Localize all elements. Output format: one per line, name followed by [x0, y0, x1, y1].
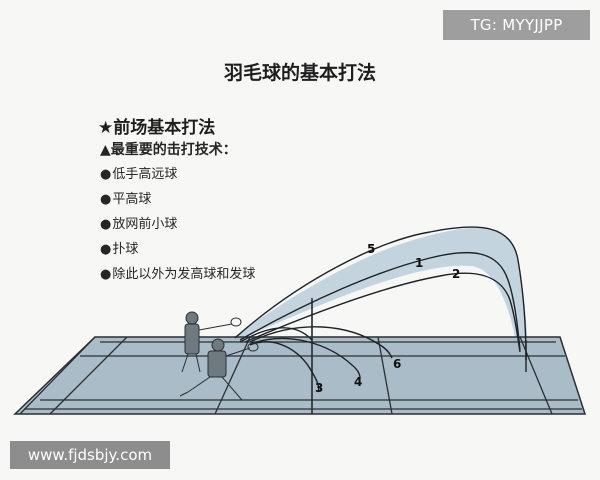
technique-list: ●低手高远球 ●平高球 ●放网前小球 ●扑球 ●除此以外为发高球和发球: [100, 166, 255, 291]
player-back-head: [185, 311, 199, 325]
player-front-head: [211, 338, 225, 352]
trajectory-label-5: 5: [367, 242, 375, 256]
list-item-text: 平高球: [112, 192, 152, 207]
player-figures: [179, 311, 259, 401]
telegram-watermark: TG: MYYJJPP: [443, 10, 590, 40]
site-watermark: www.fjdsbjy.com: [10, 441, 170, 469]
trajectory-net: [239, 327, 313, 343]
list-item: ●低手高远球: [100, 166, 255, 191]
list-item-text: 除此以外为发高球和发球: [112, 267, 256, 282]
list-item: ●除此以外为发高球和发球: [100, 266, 255, 291]
trajectory-4: [249, 337, 361, 379]
list-item-text: 放网前小球: [112, 217, 178, 232]
bullet-icon: ●: [100, 192, 112, 207]
trajectory-shaded-area: [232, 228, 528, 372]
trajectory-1: [239, 251, 521, 351]
section-heading: ★前场基本打法: [98, 118, 216, 138]
trajectory-label-6: 6: [393, 357, 401, 371]
player-back-body: [184, 323, 200, 355]
court-surface: [13, 336, 587, 415]
list-item-text: 扑球: [112, 242, 139, 257]
page-title: 羽毛球的基本打法: [223, 62, 376, 84]
bullet-icon: ●: [100, 167, 112, 182]
list-item-text: 低手高远球: [112, 167, 178, 182]
trajectory-2: [244, 272, 521, 353]
bullet-icon: ●: [100, 217, 112, 232]
section-subheading: ▲最重要的击打技术：: [100, 142, 237, 158]
racket-front: [247, 342, 259, 352]
trajectory-label-2: 2: [452, 267, 460, 281]
trajectory-5: [234, 226, 527, 361]
trajectory-label-1: 1: [415, 256, 423, 270]
trajectory-3: [249, 341, 320, 393]
racket-back: [230, 317, 242, 327]
trajectory-label-3: 3: [315, 381, 323, 395]
bullet-icon: ●: [100, 242, 112, 257]
list-item: ●扑球: [100, 241, 255, 266]
trajectory-6: [249, 326, 393, 359]
list-item: ●平高球: [100, 191, 255, 216]
trajectory-label-4: 4: [354, 375, 362, 389]
player-front-body: [207, 350, 227, 378]
trajectory-arcs: [234, 226, 527, 393]
list-item: ●放网前小球: [100, 216, 255, 241]
bullet-icon: ●: [100, 267, 112, 282]
